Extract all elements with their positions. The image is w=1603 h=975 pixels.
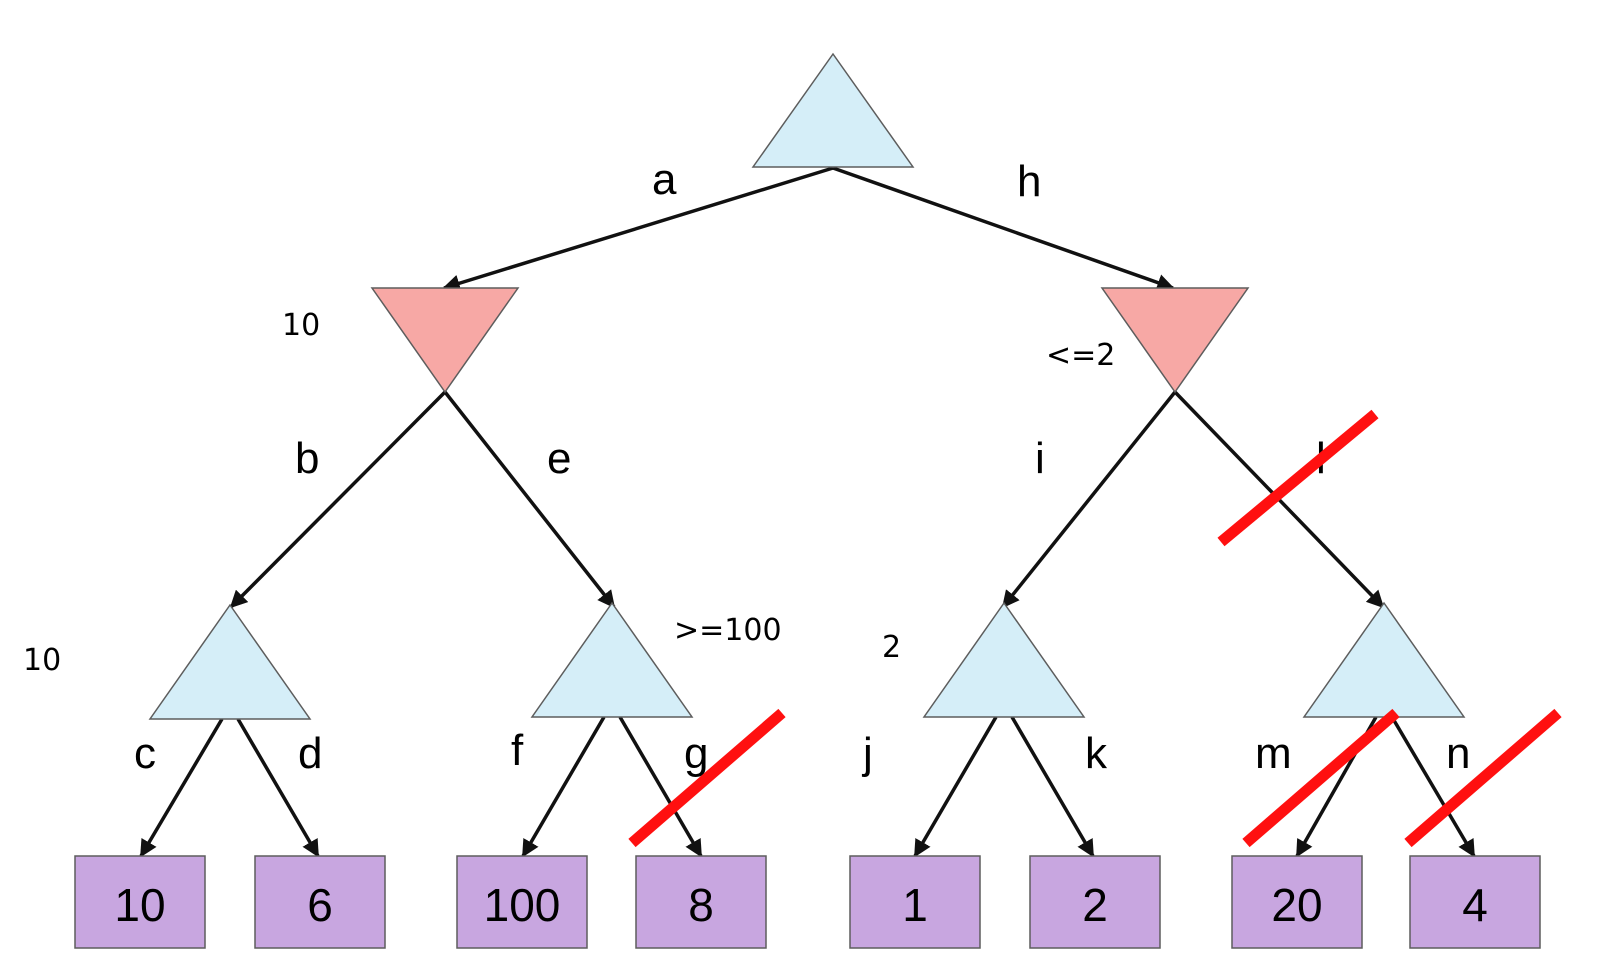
leaf-c: 10 xyxy=(74,855,206,949)
annotation-min-left: 10 xyxy=(282,308,320,343)
edge-label-h: h xyxy=(1017,157,1041,206)
edge-n xyxy=(1390,716,1476,858)
leaf-value: 100 xyxy=(484,879,561,931)
annotation-max-jk: 2 xyxy=(882,630,901,665)
edge-label-b: b xyxy=(295,434,319,483)
edge-label-f: f xyxy=(511,726,524,775)
edge-i xyxy=(1001,390,1177,609)
leaf-f: 100 xyxy=(456,855,588,949)
leaf-value: 20 xyxy=(1271,879,1322,931)
leaf-value: 10 xyxy=(114,879,165,931)
prune-mark-g xyxy=(628,708,786,848)
leaf-box xyxy=(1231,855,1363,949)
annotation-min-right: <=2 xyxy=(1046,338,1115,373)
edge-label-m: m xyxy=(1255,729,1292,778)
edge-j xyxy=(913,716,998,858)
annotation-max-fg: >=100 xyxy=(674,613,782,648)
min-node-right xyxy=(1100,287,1250,394)
leaf-value: 8 xyxy=(688,879,714,931)
edge-b xyxy=(229,390,447,609)
edge-label-i: i xyxy=(1035,434,1045,483)
leaf-box xyxy=(254,855,386,949)
leaf-value: 1 xyxy=(902,879,928,931)
edge-label-c: c xyxy=(134,729,156,778)
leaf-j: 1 xyxy=(849,855,981,949)
edge-g xyxy=(618,716,703,858)
edge-label-d: d xyxy=(298,729,322,778)
annotation-max-cd: 10 xyxy=(23,643,61,678)
edge-e xyxy=(443,390,616,609)
leaf-value: 2 xyxy=(1082,879,1108,931)
leaf-m: 20 xyxy=(1231,855,1363,949)
min-node-left xyxy=(370,287,520,394)
leaf-g: 8 xyxy=(635,855,767,949)
leaf-box xyxy=(1029,855,1161,949)
leaf-box xyxy=(456,855,588,949)
pruning-marks xyxy=(628,409,1562,848)
leaf-value: 6 xyxy=(307,879,333,931)
leaf-value: 4 xyxy=(1462,879,1488,931)
leaf-d: 6 xyxy=(254,855,386,949)
max-node-fg xyxy=(530,601,694,718)
leaf-k: 2 xyxy=(1029,855,1161,949)
prune-mark-l xyxy=(1217,409,1379,547)
prune-mark-m xyxy=(1242,708,1400,848)
leaf-box xyxy=(849,855,981,949)
edge-d xyxy=(236,718,320,858)
edge-label-e: e xyxy=(547,434,571,483)
leaf-box xyxy=(1409,855,1541,949)
root-max-node xyxy=(751,52,915,168)
max-node-mn xyxy=(1302,601,1466,718)
edge-label-j: j xyxy=(861,729,873,778)
value-annotations: 10 <=2 10 >=100 2 xyxy=(23,308,1115,678)
edge-f xyxy=(521,716,606,858)
edge-a xyxy=(442,166,834,292)
leaf-box xyxy=(74,855,206,949)
edge-label-k: k xyxy=(1085,729,1108,778)
max-node-jk xyxy=(922,601,1086,718)
edge-labels: a h b e i l c d f g j k m n xyxy=(134,155,1470,778)
edge-h xyxy=(832,166,1175,292)
edge-label-a: a xyxy=(652,155,677,204)
edge-c xyxy=(139,718,224,858)
leaf-box xyxy=(635,855,767,949)
prune-mark-n xyxy=(1404,708,1562,848)
edge-label-n: n xyxy=(1446,729,1470,778)
leaves: 10 6 100 8 1 2 20 4 xyxy=(74,855,1541,949)
edge-label-g: g xyxy=(684,729,708,778)
nodes xyxy=(148,52,1466,720)
leaf-n: 4 xyxy=(1409,855,1541,949)
max-node-cd xyxy=(148,603,312,720)
edge-k xyxy=(1010,716,1095,858)
